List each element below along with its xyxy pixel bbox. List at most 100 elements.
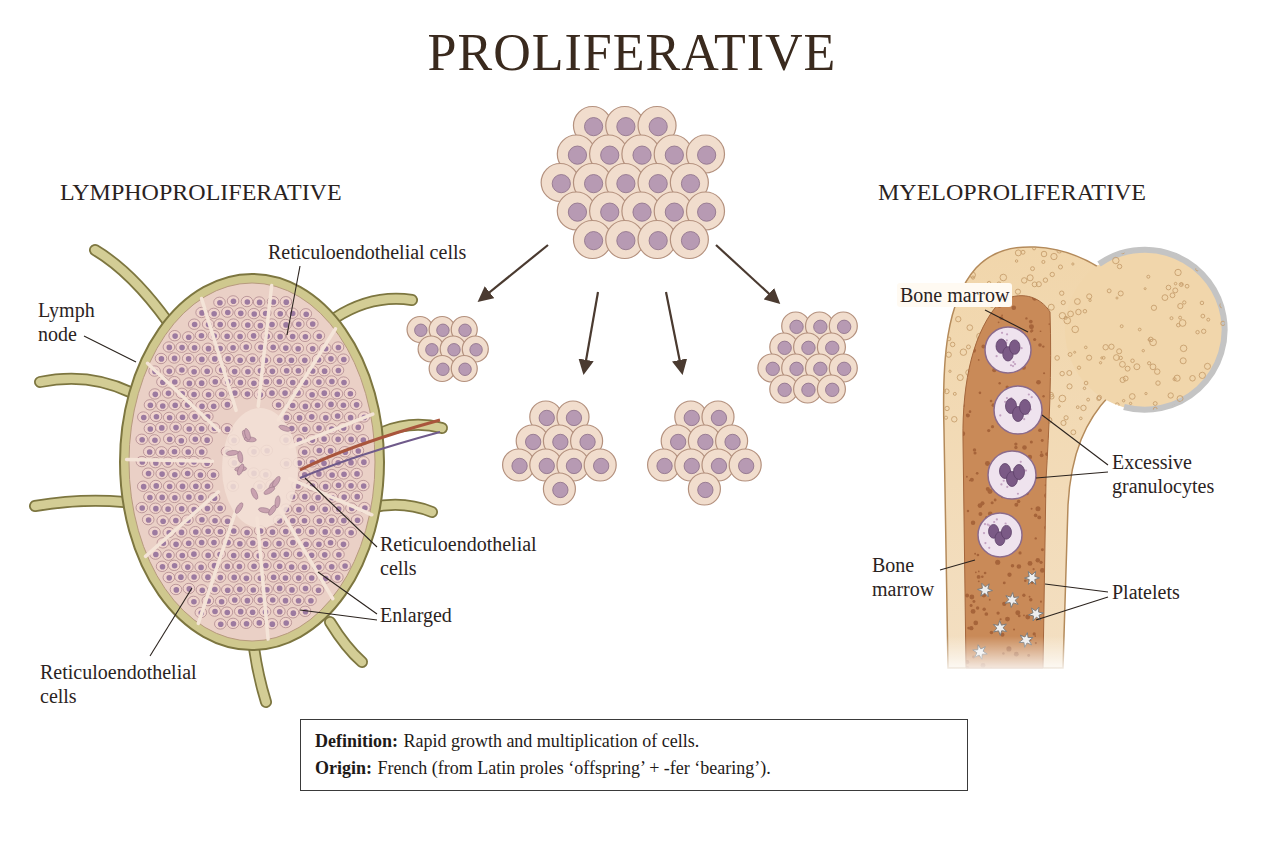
- cell-body: [138, 412, 150, 422]
- cell-nucleus: [470, 344, 482, 356]
- lymphocyte: [228, 319, 240, 329]
- cell-body: [306, 389, 318, 399]
- part-label: Reticuloendothelial cells: [40, 660, 220, 708]
- marrow-speck: [1033, 632, 1036, 635]
- cell-body: [266, 388, 278, 398]
- cell-nucleus: [290, 380, 296, 386]
- trabecula: [1061, 420, 1066, 425]
- cell-body: [729, 449, 761, 481]
- trabecula: [1084, 381, 1088, 385]
- diagram-title: PROLIFERATIVE: [0, 24, 1264, 81]
- cell-body: [241, 296, 253, 306]
- lymphocyte: [208, 401, 220, 411]
- cell-nucleus: [212, 518, 218, 524]
- cell-nucleus: [303, 334, 309, 340]
- marrow-speck: [1040, 568, 1045, 573]
- cell-nucleus: [302, 449, 308, 455]
- marrow-speck: [1042, 395, 1044, 397]
- lymphocyte: [214, 297, 226, 307]
- trabecula: [1145, 392, 1147, 394]
- cell-body: [299, 583, 311, 593]
- trabecula: [1144, 288, 1146, 290]
- trabecula: [1170, 293, 1175, 298]
- lymphocyte: [149, 389, 161, 399]
- septum: [290, 479, 372, 515]
- cell-body: [299, 424, 311, 434]
- cell-nucleus: [178, 574, 184, 580]
- septum: [147, 363, 219, 431]
- trabecula: [1043, 278, 1047, 282]
- cell-body: [273, 561, 285, 571]
- trabecula: [1072, 326, 1079, 333]
- cell-nucleus: [231, 299, 237, 305]
- trabecula: [1183, 301, 1186, 304]
- marrow-speck: [1018, 615, 1021, 618]
- cell-nucleus: [593, 458, 608, 473]
- cell-nucleus: [539, 410, 554, 425]
- marrow-speck: [1023, 615, 1025, 617]
- cell-body: [156, 492, 168, 502]
- trabecula: [1015, 250, 1021, 256]
- marrow-speck: [1033, 338, 1036, 341]
- lymphocyte: [254, 320, 266, 330]
- cell-nucleus: [271, 552, 277, 558]
- septum: [202, 298, 237, 410]
- lymphocyte: [246, 354, 258, 364]
- cell-body: [451, 356, 477, 382]
- cell-body: [332, 526, 344, 536]
- lymphocyte: [286, 584, 298, 594]
- lymphocyte: [222, 353, 234, 363]
- cell-body: [157, 400, 169, 410]
- trabecula: [944, 416, 947, 419]
- reticular-cell: [250, 487, 259, 500]
- cell-nucleus: [415, 324, 427, 336]
- cell-nucleus: [199, 449, 205, 455]
- cell-nucleus: [191, 574, 197, 580]
- lymphocyte: [228, 550, 240, 560]
- lymphocyte: [170, 584, 182, 594]
- lymphocyte: [324, 537, 336, 547]
- cell-nucleus: [568, 146, 586, 164]
- cell-nucleus: [173, 518, 179, 524]
- cell-body: [306, 572, 318, 582]
- marrow-speck: [998, 382, 1000, 384]
- cell-nucleus: [633, 203, 651, 221]
- cell-body: [163, 550, 175, 560]
- cell-body: [228, 319, 240, 329]
- cell-body: [273, 355, 285, 365]
- cell-nucleus: [341, 357, 347, 363]
- trabecula: [1072, 263, 1074, 265]
- lymphocyte: [242, 366, 254, 376]
- trabecula: [954, 250, 958, 254]
- trabecula: [1153, 407, 1157, 411]
- cell-nucleus: [198, 495, 204, 501]
- cell-body: [195, 537, 207, 547]
- marrow-speck: [966, 320, 970, 324]
- lymphocyte: [248, 308, 260, 318]
- cell-nucleus: [141, 484, 147, 490]
- marrow-speck: [1029, 598, 1032, 601]
- trabecula: [1107, 289, 1111, 293]
- marrow-speck: [1022, 594, 1025, 597]
- cell-nucleus: [185, 564, 191, 570]
- trabecula: [1148, 337, 1153, 342]
- lymphocyte: [293, 319, 305, 329]
- marrow-speck: [974, 452, 977, 455]
- cell-nucleus: [296, 368, 302, 374]
- lymphocyte: [332, 434, 344, 444]
- cell-body: [305, 526, 317, 536]
- cell-body: [320, 412, 332, 422]
- lymphocyte: [202, 526, 214, 536]
- cell-body: [214, 319, 226, 329]
- trabecula: [1212, 262, 1217, 267]
- cell-body: [170, 422, 182, 432]
- trabecula: [1153, 402, 1157, 406]
- cell-nucleus: [322, 368, 328, 374]
- marrow-speck: [1044, 493, 1049, 498]
- lymphocyte: [188, 319, 200, 329]
- trabecula: [1132, 247, 1135, 250]
- marrow-speck: [960, 421, 962, 423]
- cell-body: [136, 434, 148, 444]
- cell-nucleus: [778, 341, 791, 354]
- cell-nucleus: [159, 425, 165, 431]
